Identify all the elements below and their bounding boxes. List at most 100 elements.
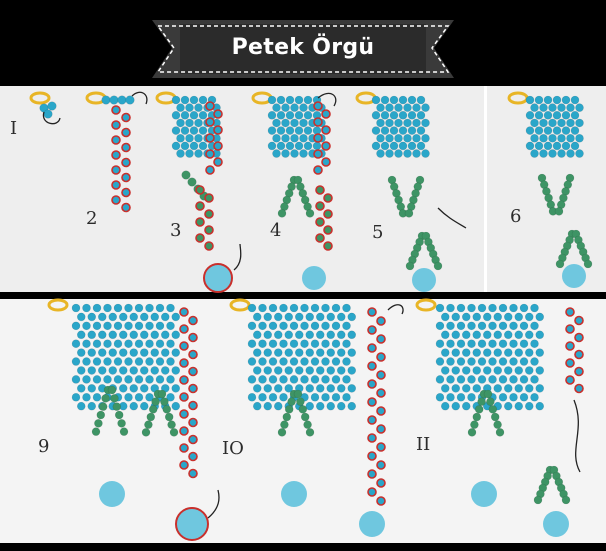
bead bbox=[171, 401, 181, 411]
bead bbox=[451, 330, 461, 340]
bead bbox=[467, 392, 476, 402]
bead bbox=[179, 324, 189, 334]
bead bbox=[519, 339, 529, 349]
bead bbox=[76, 366, 86, 375]
bead bbox=[284, 348, 294, 357]
bead bbox=[279, 357, 288, 366]
step-label-11: II bbox=[416, 434, 431, 455]
bead bbox=[552, 126, 562, 135]
bead bbox=[92, 339, 102, 349]
bead bbox=[294, 111, 304, 120]
bead bbox=[483, 389, 493, 399]
bead bbox=[290, 149, 299, 158]
panel-divider bbox=[484, 86, 487, 292]
curved-arrow-icon bbox=[573, 399, 581, 473]
bead bbox=[290, 133, 299, 143]
bead bbox=[321, 392, 330, 402]
bead bbox=[125, 95, 135, 105]
big-bead bbox=[175, 507, 209, 541]
bead bbox=[514, 401, 524, 411]
bead bbox=[331, 339, 341, 349]
bead bbox=[323, 193, 333, 203]
bead bbox=[519, 303, 529, 313]
bead bbox=[145, 357, 154, 366]
bead bbox=[525, 141, 535, 151]
bead bbox=[205, 117, 215, 127]
bead bbox=[180, 126, 190, 135]
bead bbox=[389, 141, 399, 151]
bead bbox=[166, 321, 175, 331]
curved-arrow-icon bbox=[317, 92, 337, 107]
bead bbox=[124, 321, 133, 331]
curved-arrow-icon bbox=[233, 243, 242, 271]
bead bbox=[310, 303, 320, 313]
bead bbox=[407, 111, 417, 120]
bead bbox=[284, 366, 294, 375]
bead bbox=[277, 428, 287, 437]
bead bbox=[179, 375, 189, 385]
bead bbox=[263, 401, 273, 411]
bead bbox=[87, 348, 97, 357]
bead bbox=[258, 392, 267, 402]
bead bbox=[310, 321, 320, 331]
bead bbox=[467, 339, 476, 349]
bead bbox=[252, 312, 262, 322]
bead bbox=[164, 412, 174, 422]
bead bbox=[342, 392, 351, 402]
bead bbox=[539, 103, 548, 112]
bead bbox=[472, 412, 482, 422]
bead bbox=[509, 375, 518, 384]
bead bbox=[121, 142, 131, 153]
bead bbox=[461, 384, 471, 393]
bead bbox=[472, 366, 482, 375]
bead bbox=[312, 141, 322, 151]
bead bbox=[385, 118, 394, 128]
bead bbox=[273, 366, 283, 375]
bead bbox=[486, 397, 495, 406]
bead bbox=[112, 402, 122, 411]
bead bbox=[294, 330, 304, 340]
bead bbox=[188, 434, 198, 445]
bead bbox=[514, 330, 524, 340]
bead bbox=[273, 330, 283, 340]
bead bbox=[570, 141, 580, 151]
bead bbox=[267, 95, 277, 105]
bead bbox=[543, 95, 553, 105]
bead bbox=[493, 330, 503, 340]
bead bbox=[495, 428, 505, 437]
bead bbox=[91, 427, 101, 436]
bead bbox=[565, 307, 575, 317]
bead bbox=[300, 357, 309, 366]
bead bbox=[385, 149, 394, 158]
bead bbox=[376, 406, 386, 416]
bead bbox=[284, 384, 294, 393]
bead bbox=[376, 460, 386, 470]
bead bbox=[294, 348, 304, 357]
bead bbox=[121, 157, 131, 168]
bead bbox=[279, 303, 288, 313]
bead bbox=[336, 384, 346, 393]
bead bbox=[111, 105, 121, 115]
bead bbox=[305, 330, 315, 340]
bead bbox=[166, 357, 175, 366]
bead bbox=[180, 141, 190, 151]
bead bbox=[117, 95, 127, 105]
bead bbox=[530, 321, 539, 331]
bead bbox=[385, 133, 394, 143]
bead bbox=[461, 348, 471, 357]
bead bbox=[498, 303, 508, 313]
bead bbox=[145, 392, 154, 402]
bead bbox=[566, 103, 575, 112]
bead bbox=[456, 357, 466, 366]
step-label-5: 5 bbox=[372, 222, 384, 243]
bead bbox=[376, 424, 386, 434]
bead bbox=[446, 357, 455, 366]
bead bbox=[321, 125, 331, 135]
bead bbox=[574, 332, 584, 343]
bead bbox=[263, 384, 273, 393]
bead bbox=[461, 366, 471, 375]
bead bbox=[71, 303, 81, 313]
bead bbox=[557, 118, 566, 128]
bead bbox=[574, 366, 584, 377]
bead bbox=[367, 451, 377, 461]
